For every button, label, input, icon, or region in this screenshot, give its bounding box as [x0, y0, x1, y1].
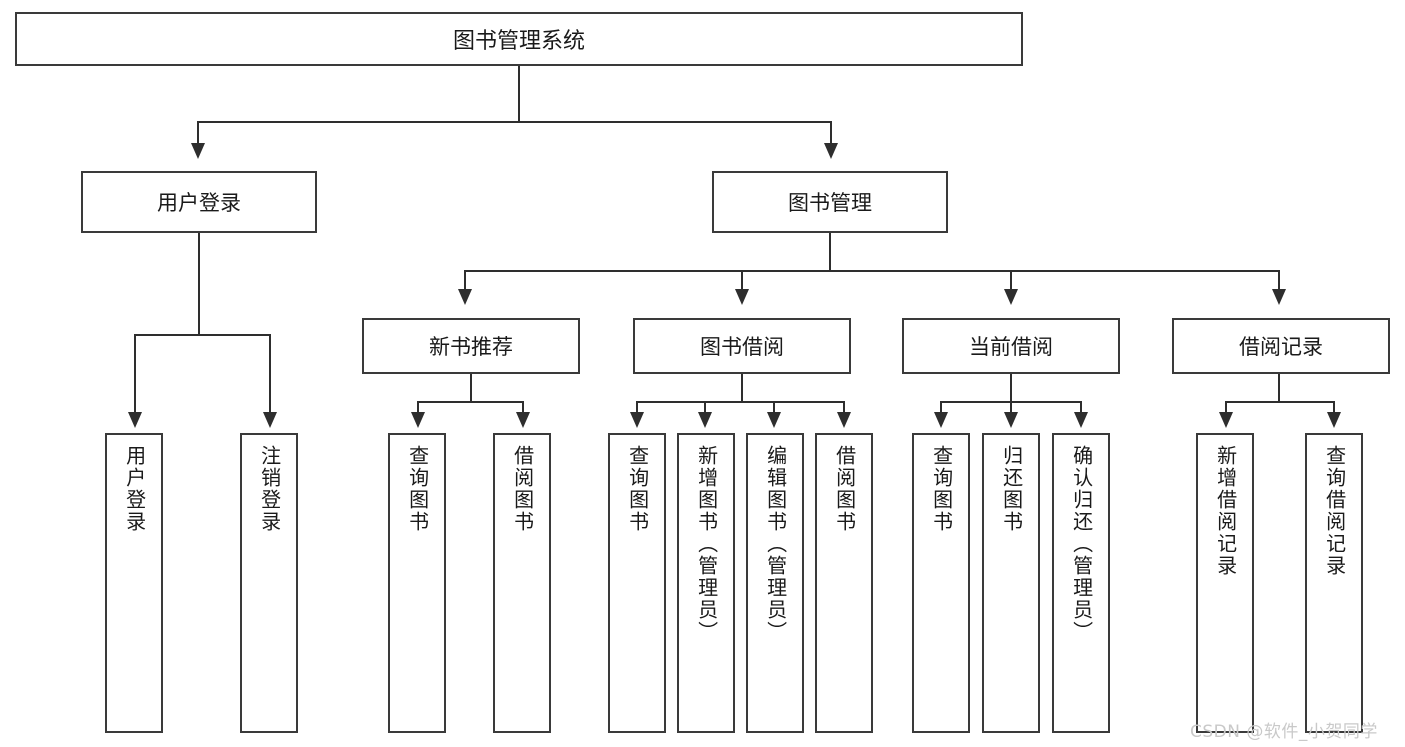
connector-bb-leaf3 — [773, 401, 775, 414]
leaf-book-borrow-borrow[interactable]: 借阅图书 — [815, 433, 873, 733]
leaf-book-borrow-add[interactable]: 新增图书（管理员） — [677, 433, 735, 733]
node-new-book-recommend[interactable]: 新书推荐 — [362, 318, 580, 374]
connector-root-bus — [197, 121, 831, 123]
connector-borrow-record-bus — [1225, 401, 1335, 403]
node-borrow-record[interactable]: 借阅记录 — [1172, 318, 1390, 374]
arrow-nb-leaf2 — [516, 412, 530, 428]
connector-nb-leaf1 — [417, 401, 419, 414]
leaf-current-borrow-return-label: 归还图书 — [999, 445, 1024, 533]
connector-br-leaf2 — [1333, 401, 1335, 414]
leaf-borrow-record-add[interactable]: 新增借阅记录 — [1196, 433, 1254, 733]
arrow-nb-leaf1 — [411, 412, 425, 428]
connector-user-login-bus — [134, 334, 271, 336]
connector-bm-to-book-borrow — [741, 270, 743, 290]
arrow-to-book-borrow — [735, 289, 749, 305]
arrow-to-book-manage — [824, 143, 838, 159]
connector-new-book-bus — [417, 401, 524, 403]
arrow-user-login-leaf1 — [128, 412, 142, 428]
node-new-book-recommend-label: 新书推荐 — [429, 335, 513, 359]
arrow-cb-leaf3 — [1074, 412, 1088, 428]
connector-user-login-stem — [198, 233, 200, 335]
connector-nb-leaf2 — [522, 401, 524, 414]
leaf-current-borrow-query-label: 查询图书 — [929, 445, 954, 533]
connector-book-borrow-bus — [636, 401, 845, 403]
connector-current-borrow-stem — [1010, 374, 1012, 402]
leaf-user-login-login-label: 用户登录 — [122, 445, 147, 533]
arrow-bb-leaf3 — [767, 412, 781, 428]
connector-bb-leaf2 — [704, 401, 706, 414]
leaf-new-book-query-label: 查询图书 — [405, 445, 430, 533]
leaf-current-borrow-confirm[interactable]: 确认归还（管理员） — [1052, 433, 1110, 733]
leaf-user-login-logout-label: 注销登录 — [257, 445, 282, 533]
leaf-user-login-login[interactable]: 用户登录 — [105, 433, 163, 733]
arrow-cb-leaf2 — [1004, 412, 1018, 428]
node-root-label: 图书管理系统 — [452, 29, 585, 54]
arrow-cb-leaf1 — [934, 412, 948, 428]
connector-bb-leaf4 — [843, 401, 845, 414]
connector-book-manage-bus — [464, 270, 1279, 272]
leaf-book-borrow-query[interactable]: 查询图书 — [608, 433, 666, 733]
connector-bb-leaf1 — [636, 401, 638, 414]
connector-user-login-leaf1 — [134, 334, 136, 414]
leaf-new-book-query[interactable]: 查询图书 — [388, 433, 446, 733]
node-current-borrow[interactable]: 当前借阅 — [902, 318, 1120, 374]
leaf-current-borrow-return[interactable]: 归还图书 — [982, 433, 1040, 733]
connector-bm-to-borrow-record — [1278, 270, 1280, 290]
arrow-to-current-borrow — [1004, 289, 1018, 305]
connector-bm-to-new-book — [464, 270, 466, 290]
connector-user-login-leaf2 — [269, 334, 271, 414]
leaf-book-borrow-add-label: 新增图书（管理员） — [694, 445, 719, 643]
arrow-user-login-leaf2 — [263, 412, 277, 428]
connector-borrow-record-stem — [1278, 374, 1280, 402]
leaf-user-login-logout[interactable]: 注销登录 — [240, 433, 298, 733]
arrow-to-borrow-record — [1272, 289, 1286, 305]
arrow-to-user-login — [191, 143, 205, 159]
node-book-manage[interactable]: 图书管理 — [712, 171, 948, 233]
arrow-br-leaf2 — [1327, 412, 1341, 428]
leaf-new-book-borrow-label: 借阅图书 — [510, 445, 535, 533]
leaf-book-borrow-edit[interactable]: 编辑图书（管理员） — [746, 433, 804, 733]
leaf-current-borrow-confirm-label: 确认归还（管理员） — [1069, 445, 1094, 643]
arrow-br-leaf1 — [1219, 412, 1233, 428]
connector-bm-to-current-borrow — [1010, 270, 1012, 290]
leaf-new-book-borrow[interactable]: 借阅图书 — [493, 433, 551, 733]
connector-br-leaf1 — [1225, 401, 1227, 414]
leaf-current-borrow-query[interactable]: 查询图书 — [912, 433, 970, 733]
node-book-borrow[interactable]: 图书借阅 — [633, 318, 851, 374]
node-book-manage-label: 图书管理 — [788, 191, 872, 215]
connector-root-stem — [518, 66, 520, 122]
node-borrow-record-label: 借阅记录 — [1239, 335, 1323, 359]
leaf-book-borrow-query-label: 查询图书 — [625, 445, 650, 533]
arrow-bb-leaf2 — [698, 412, 712, 428]
leaf-borrow-record-query-label: 查询借阅记录 — [1322, 445, 1347, 577]
node-book-borrow-label: 图书借阅 — [700, 335, 784, 359]
node-current-borrow-label: 当前借阅 — [969, 335, 1053, 359]
connector-root-to-user-login — [197, 121, 199, 143]
leaf-borrow-record-query[interactable]: 查询借阅记录 — [1305, 433, 1363, 733]
leaf-book-borrow-edit-label: 编辑图书（管理员） — [763, 445, 788, 643]
node-user-login-label: 用户登录 — [157, 191, 241, 215]
connector-book-borrow-stem — [741, 374, 743, 402]
connector-cb-leaf1 — [940, 401, 942, 414]
connector-cb-leaf3 — [1080, 401, 1082, 414]
leaf-book-borrow-borrow-label: 借阅图书 — [832, 445, 857, 533]
connector-book-manage-stem — [829, 233, 831, 271]
node-root-system[interactable]: 图书管理系统 — [15, 12, 1023, 66]
connector-root-to-book-manage — [830, 121, 832, 143]
leaf-borrow-record-add-label: 新增借阅记录 — [1213, 445, 1238, 577]
node-user-login[interactable]: 用户登录 — [81, 171, 317, 233]
arrow-bb-leaf1 — [630, 412, 644, 428]
connector-new-book-stem — [470, 374, 472, 402]
arrow-bb-leaf4 — [837, 412, 851, 428]
connector-cb-leaf2 — [1010, 401, 1012, 414]
arrow-to-new-book — [458, 289, 472, 305]
